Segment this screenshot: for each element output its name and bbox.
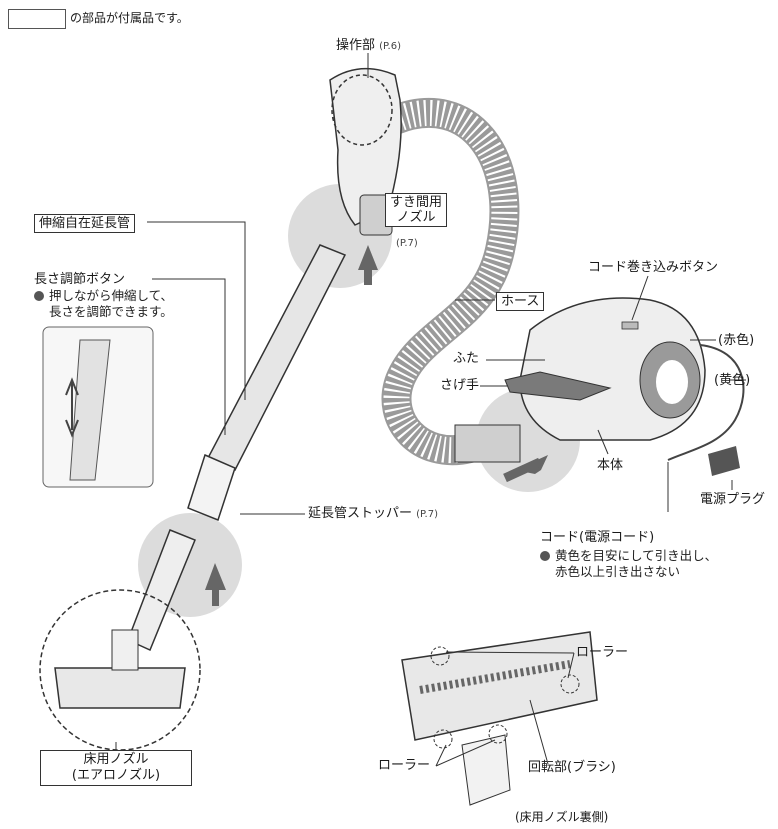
label-sousabu-ref: (P.6) [379,41,401,52]
label-nagasa: 長さ調節ボタン [34,272,125,287]
cord-note: 黄色を目安にして引き出し、 赤色以上引き出さない [540,548,717,580]
floor-nozzle-neck [112,630,138,670]
label-roller-top: ローラー [576,645,628,660]
label-roller-left: ローラー [378,758,430,773]
label-sousabu-text: 操作部 [336,38,375,53]
main-wheel-hub [656,360,688,404]
label-sukima-line1: すき間用 [390,195,442,210]
label-honntai: 本体 [597,458,623,473]
bullet-icon [34,291,44,301]
label-cord-button: コード巻き込みボタン [588,260,718,275]
label-sukima: すき間用 ノズル [385,193,447,227]
accessory-legend-text: の部品が付属品です。 [70,11,189,26]
label-hose: ホース [496,292,544,311]
bullet-icon [540,551,550,561]
label-futa: ふた [453,351,479,366]
cord-button-mark [622,322,638,329]
label-sukima-ref: (P.7) [396,236,418,251]
pipe-joint [188,455,235,520]
power-plug [708,446,740,476]
nagasa-note: 押しながら伸縮して、 長さを調節できます。 [34,288,173,320]
label-sukima-line2: ノズル [390,210,442,225]
label-stopper: 延長管ストッパー (P.7) [308,506,438,522]
label-underside: (床用ノズル裏側) [515,810,608,825]
nagasa-note-line2: 長さを調節できます。 [34,304,173,320]
label-sousabu: 操作部 (P.6) [336,38,401,54]
underside-nozzle [402,632,597,740]
extension-pipe [208,245,345,470]
label-akairo: (赤色) [718,333,754,348]
label-cord: コード(電源コード) [540,530,654,545]
label-shinshuku: 伸縮自在延長管 [34,214,135,233]
label-stopper-ref: (P.7) [416,509,438,520]
label-sagete: さげ手 [440,378,479,393]
label-floor-nozzle: 床用ノズル (エアロノズル) [40,750,192,786]
label-kiiro: (黄色) [714,373,750,388]
cord-note-line2: 赤色以上引き出さない [540,564,717,580]
label-stopper-text: 延長管ストッパー [308,506,412,521]
label-kaitenbu: 回転部(ブラシ) [528,760,616,775]
nagasa-note-line1: 押しながら伸縮して、 [49,288,173,303]
label-floor-nozzle-line2: (エアロノズル) [45,768,187,784]
underside-neck [462,735,510,805]
floor-nozzle [55,668,185,708]
label-floor-nozzle-line1: 床用ノズル [45,752,187,768]
accessory-legend-swatch [8,9,66,29]
hose-connector [455,425,520,462]
label-plug: 電源プラグ [700,492,765,507]
cord-note-line1: 黄色を目安にして引き出し、 [555,548,717,563]
